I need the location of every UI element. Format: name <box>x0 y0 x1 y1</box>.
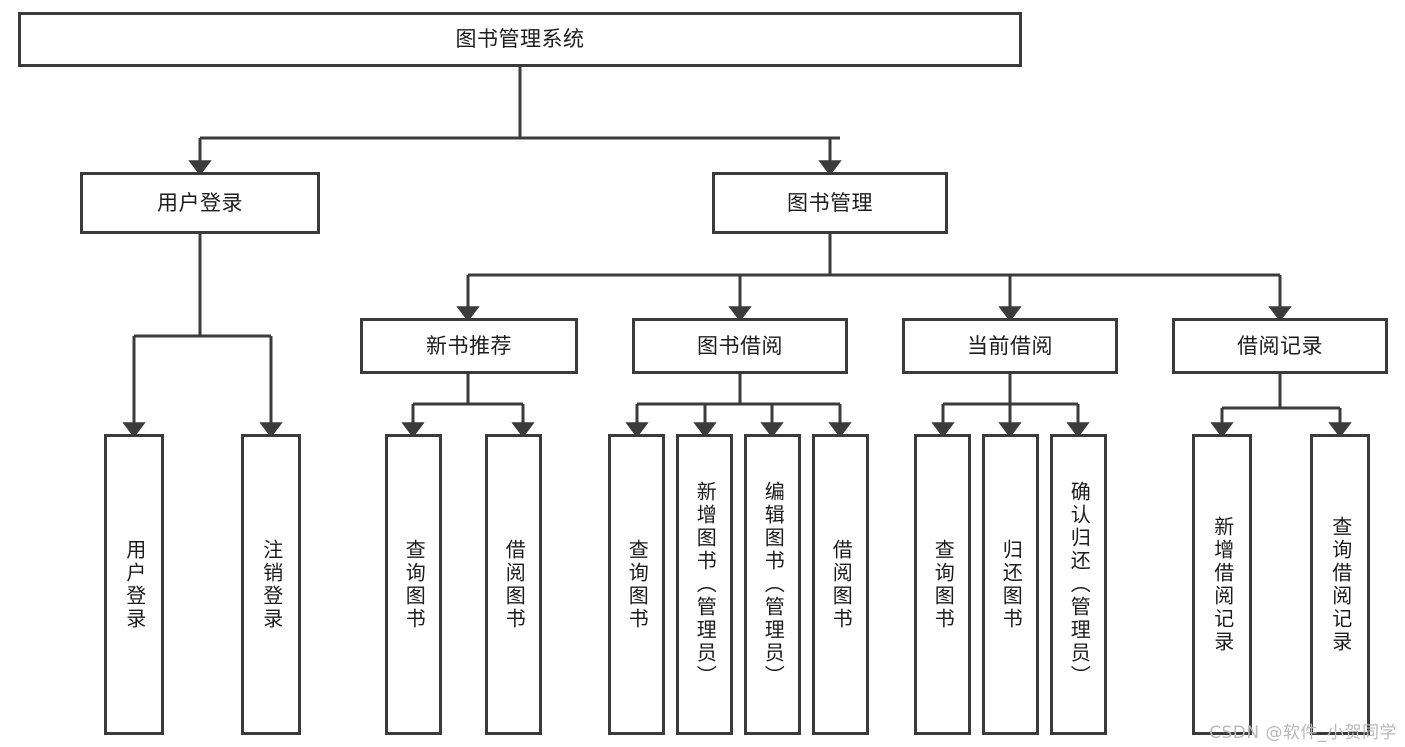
node-leaf-query-book-1-label: 查询图书 <box>402 538 427 631</box>
node-root-label: 图书管理系统 <box>455 27 585 52</box>
node-leaf-confirm-return-admin[interactable]: 确认归还（管理员） <box>1050 434 1107 735</box>
node-leaf-query-book-3[interactable]: 查询图书 <box>914 434 971 735</box>
node-current-borrow[interactable]: 当前借阅 <box>902 318 1118 374</box>
node-leaf-borrow-book-2-label: 借阅图书 <box>829 538 854 631</box>
node-new-book-rec[interactable]: 新书推荐 <box>360 318 578 374</box>
node-borrow-record-label: 借阅记录 <box>1237 333 1323 358</box>
node-leaf-return-book-label: 归还图书 <box>999 538 1024 631</box>
node-leaf-user-login-label: 用户登录 <box>122 538 147 631</box>
node-leaf-borrow-book-1-label: 借阅图书 <box>502 538 527 631</box>
node-leaf-add-book-admin[interactable]: 新增图书（管理员） <box>676 434 733 735</box>
node-root[interactable]: 图书管理系统 <box>18 12 1022 67</box>
node-borrow-record[interactable]: 借阅记录 <box>1172 318 1388 374</box>
node-leaf-borrow-book-1[interactable]: 借阅图书 <box>485 434 542 735</box>
node-leaf-edit-book-admin[interactable]: 编辑图书（管理员） <box>744 434 801 735</box>
node-leaf-query-book-3-label: 查询图书 <box>931 538 956 631</box>
node-leaf-query-record-label: 查询借阅记录 <box>1328 515 1353 654</box>
node-new-book-rec-label: 新书推荐 <box>426 333 512 358</box>
node-leaf-query-book-2-label: 查询图书 <box>625 538 650 631</box>
node-leaf-edit-book-admin-label: 编辑图书（管理员） <box>761 481 786 688</box>
node-leaf-logout-label: 注销登录 <box>259 538 284 631</box>
node-leaf-add-book-admin-label: 新增图书（管理员） <box>693 481 718 688</box>
node-user-login-label: 用户登录 <box>157 190 243 215</box>
node-leaf-user-login[interactable]: 用户登录 <box>104 434 164 735</box>
node-leaf-borrow-book-2[interactable]: 借阅图书 <box>812 434 869 735</box>
node-leaf-logout[interactable]: 注销登录 <box>241 434 301 735</box>
watermark-text: CSDN @软件_小贺同学 <box>1209 723 1397 743</box>
node-book-manage[interactable]: 图书管理 <box>712 172 948 234</box>
node-leaf-query-record[interactable]: 查询借阅记录 <box>1310 434 1370 735</box>
node-leaf-add-record-label: 新增借阅记录 <box>1210 515 1235 654</box>
node-leaf-query-book-1[interactable]: 查询图书 <box>385 434 442 735</box>
node-book-manage-label: 图书管理 <box>787 190 873 215</box>
node-leaf-query-book-2[interactable]: 查询图书 <box>608 434 665 735</box>
node-user-login[interactable]: 用户登录 <box>80 172 320 234</box>
node-book-borrow[interactable]: 图书借阅 <box>632 318 848 374</box>
node-leaf-confirm-return-admin-label: 确认归还（管理员） <box>1067 481 1092 688</box>
node-leaf-add-record[interactable]: 新增借阅记录 <box>1192 434 1252 735</box>
node-leaf-return-book[interactable]: 归还图书 <box>982 434 1039 735</box>
node-book-borrow-label: 图书借阅 <box>697 333 783 358</box>
node-current-borrow-label: 当前借阅 <box>967 333 1053 358</box>
